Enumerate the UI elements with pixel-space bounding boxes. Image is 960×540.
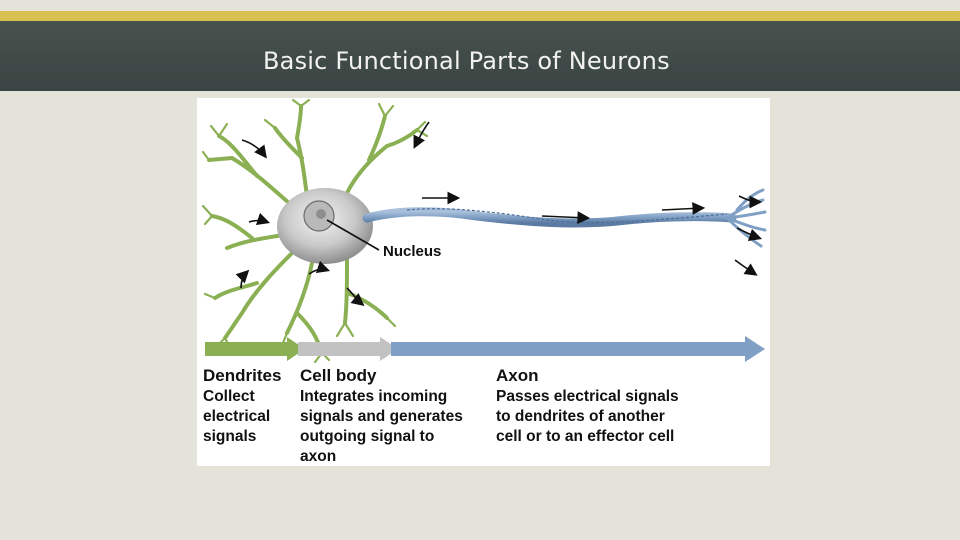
axon-bar [391,342,747,356]
neuron-illustration [201,98,767,364]
cell-body-bar [298,342,383,356]
dendrites [201,98,429,364]
nucleus-label: Nucleus [383,243,442,260]
title-bar [0,21,960,91]
axon-shape [362,207,737,228]
axon-desc-line-3: cell or to an effector cell [496,428,675,445]
axon-title: Axon [496,366,539,385]
axon-desc-line-2: to dendrites of another [496,408,665,425]
dendrites-desc-line-3: signals [203,428,257,445]
accent-stripe [0,11,960,21]
signal-arrows [235,121,763,306]
cell-body-desc-line-1: Integrates incoming [300,388,448,405]
dendrites-title: Dendrites [203,366,282,385]
neuron-figure: Nucleus Dendrites Collect electrical sig… [197,98,770,466]
slide-title: Basic Functional Parts of Neurons [263,47,670,75]
dendrites-bar [205,342,290,356]
axon-desc-line-1: Passes electrical signals [496,388,679,405]
cell-body-desc-line-2: signals and generates [300,408,463,425]
cell-body-desc-line-3: outgoing signal to [300,428,435,445]
nucleus-pointer [326,219,380,251]
dendrites-desc-line-2: electrical [203,408,271,425]
cell-body-desc-line-4: axon [300,448,337,465]
dendrites-desc-line-1: Collect [203,388,255,405]
cell-body-title: Cell body [300,366,377,385]
